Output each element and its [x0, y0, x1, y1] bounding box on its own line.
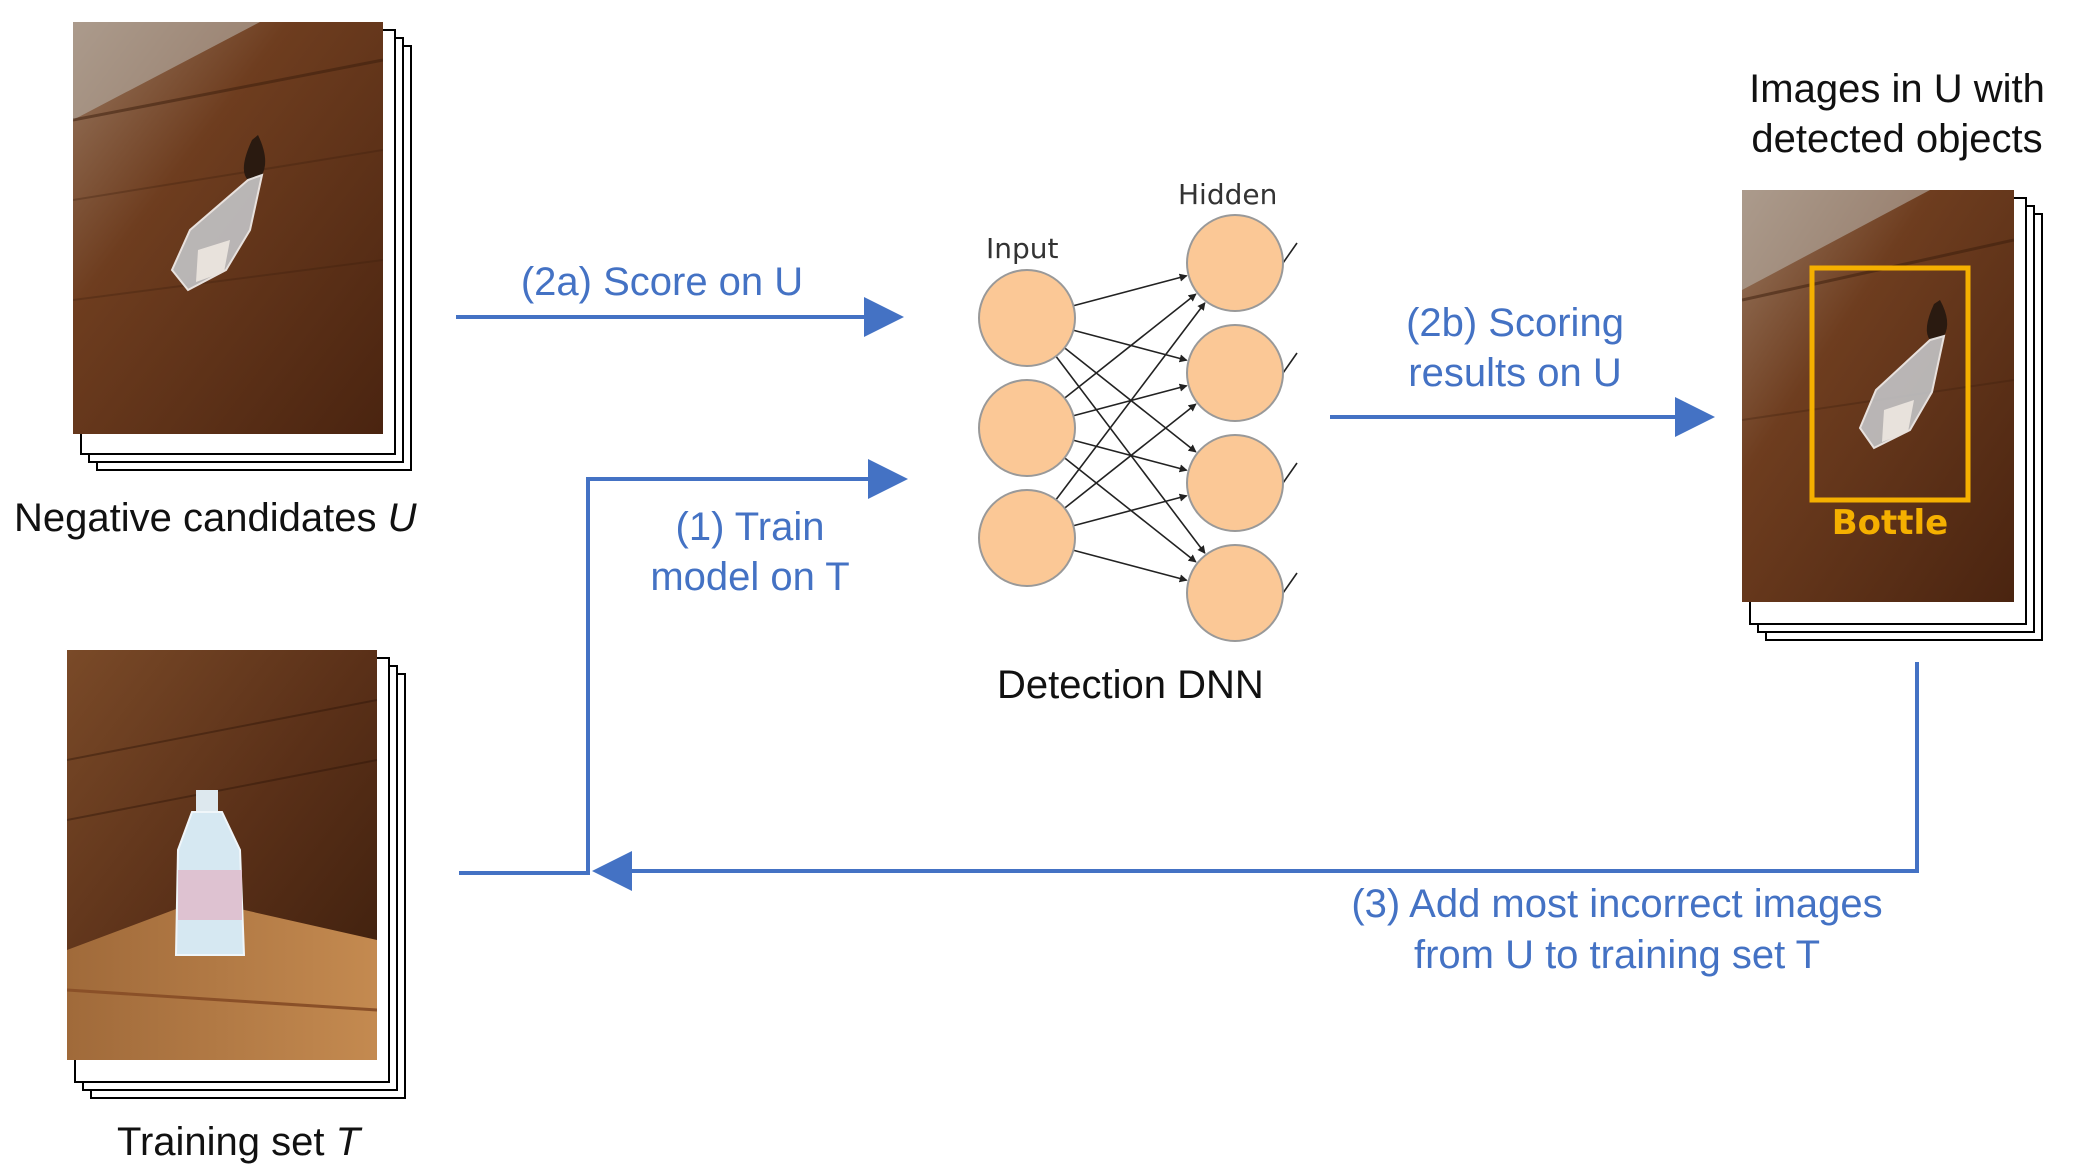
network-connection: [1064, 457, 1197, 563]
network-connection: [1064, 403, 1197, 509]
network-connection: [1073, 493, 1188, 527]
hidden-layer-label: Hidden: [1178, 178, 1277, 211]
hidden-neuron: [1186, 324, 1284, 422]
hidden-neuron: [1186, 214, 1284, 312]
network-output-stub: [1282, 572, 1298, 594]
detected-images-title-line2: detected objects: [1751, 117, 2042, 161]
hidden-neuron: [1186, 544, 1284, 642]
input-neuron: [978, 269, 1076, 367]
network-connection: [1064, 293, 1197, 399]
network-connections: [1055, 242, 1298, 594]
network-output-stub: [1282, 352, 1298, 374]
step-add-incorrect-line2: from U to training set T: [1414, 933, 1820, 977]
water-bottle-photo: [67, 650, 377, 1060]
detection-dnn-label: Detection DNN: [997, 663, 1264, 707]
step-train-line2: model on T: [650, 555, 849, 599]
step-scoring-results-line2: results on U: [1408, 351, 1621, 395]
salt-shaker-photo: [73, 22, 383, 434]
network-connection: [1055, 302, 1206, 501]
negative-candidates-image-stack: [73, 22, 412, 471]
input-layer-label: Input: [986, 232, 1059, 265]
negative-candidates-label: Negative candidates U: [14, 496, 418, 540]
network-output-stub: [1282, 462, 1298, 484]
network-neurons: [978, 214, 1284, 642]
detected-images-stack: Bottle: [1742, 190, 2043, 641]
hidden-neuron: [1186, 434, 1284, 532]
training-set-label: Training set T: [117, 1120, 363, 1164]
arrow-add-incorrect: [592, 662, 1919, 891]
step-scoring-results-line1: (2b) Scoring: [1406, 301, 1624, 345]
step-train-line1: (1) Train: [676, 505, 825, 549]
flow-arrows: [456, 297, 1919, 891]
network-connection: [1073, 329, 1188, 363]
network-connection: [1073, 549, 1188, 583]
step-add-incorrect-line1: (3) Add most incorrect images: [1351, 882, 1882, 926]
input-neuron: [978, 489, 1076, 587]
neural-network-figure: Input Hidden: [978, 178, 1298, 642]
network-connection: [1073, 439, 1188, 473]
training-set-image-stack: [67, 650, 406, 1099]
step-score-on-u: (2a) Score on U: [521, 260, 803, 304]
network-connection: [1073, 273, 1188, 307]
network-connection: [1064, 347, 1197, 453]
detected-images-title-line1: Images in U with: [1749, 67, 2045, 111]
arrow-train-model: [459, 459, 908, 875]
network-output-stub: [1282, 242, 1298, 264]
bottle-class-label: Bottle: [1832, 503, 1949, 543]
input-neuron: [978, 379, 1076, 477]
bounding-box: [1809, 265, 1971, 503]
